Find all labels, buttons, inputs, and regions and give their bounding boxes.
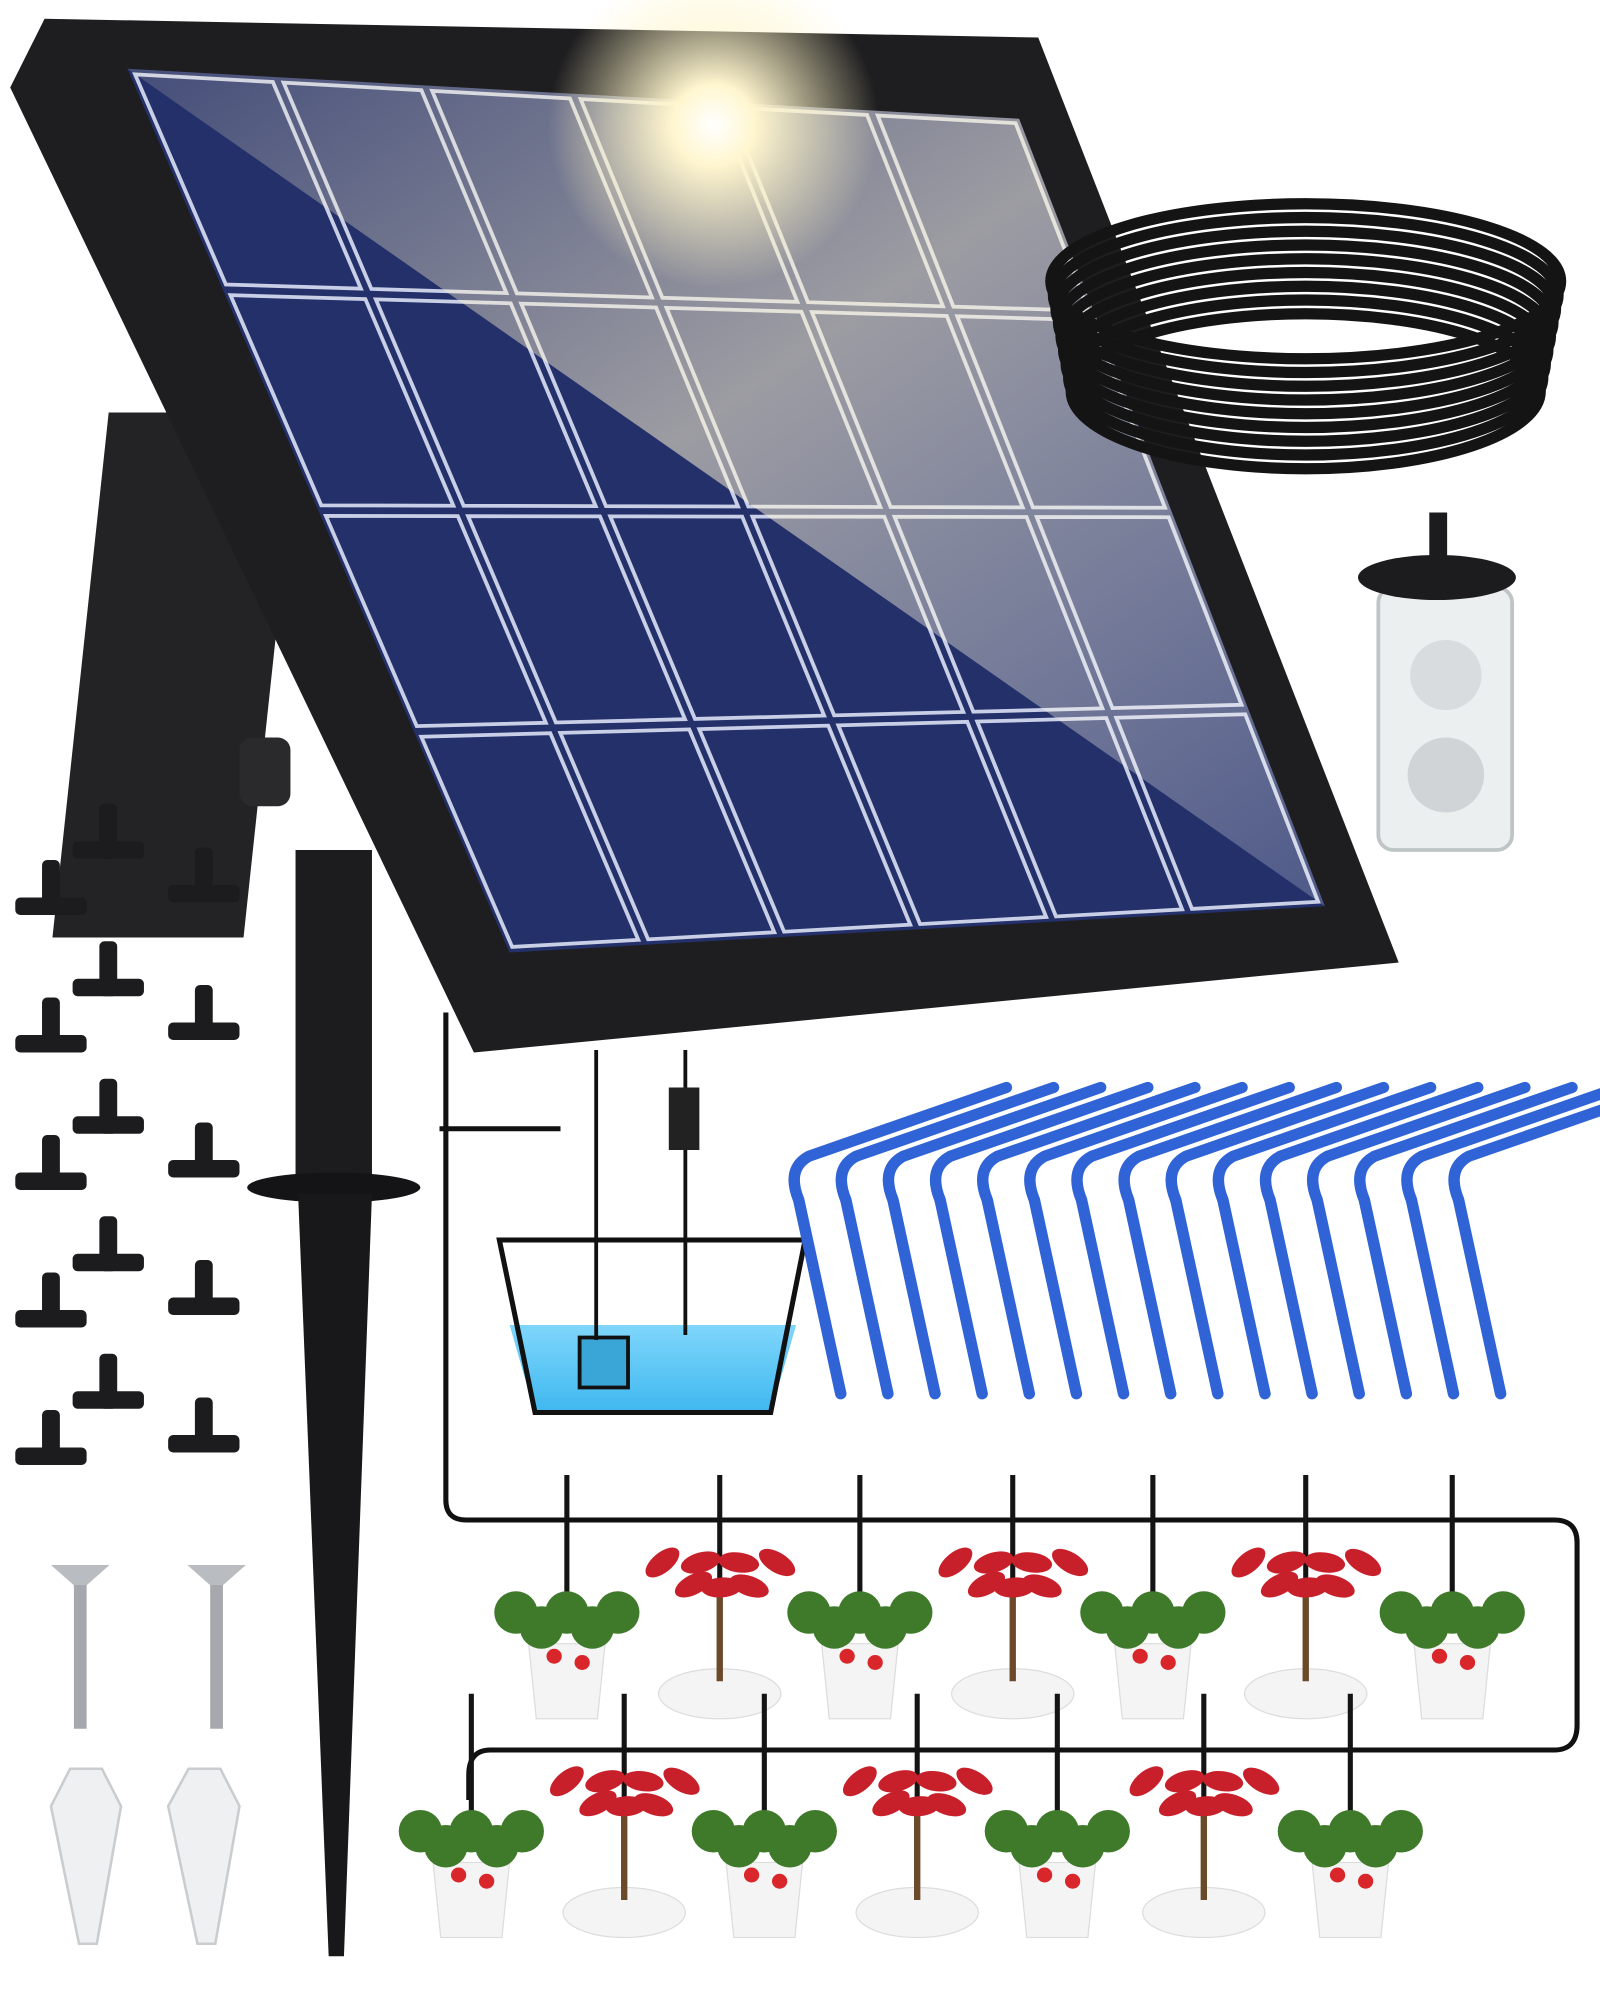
solar-cell xyxy=(322,514,549,729)
wall-anchor xyxy=(166,1767,241,1945)
strawberry-plant-pot xyxy=(1080,1475,1226,1720)
solar-cell xyxy=(607,514,827,721)
solar-cell xyxy=(465,514,688,725)
tee-connector xyxy=(15,1135,87,1190)
tubing-loop xyxy=(1065,308,1546,475)
tee-connector xyxy=(168,1397,240,1453)
pump xyxy=(577,1335,630,1390)
solar-cell xyxy=(418,731,642,949)
solar-cell xyxy=(696,723,914,934)
red-plant-pot xyxy=(549,1693,700,1939)
inline-connector xyxy=(668,1087,700,1150)
drip-emitters xyxy=(788,1081,1600,1400)
drip-emitter xyxy=(1071,1081,1295,1400)
water-bucket-diagram xyxy=(496,1050,809,1415)
drip-emitter xyxy=(1448,1104,1600,1400)
strawberry-plant-pot xyxy=(787,1475,933,1720)
glare xyxy=(127,68,1325,907)
drip-emitter xyxy=(1118,1081,1343,1400)
tee-connector xyxy=(72,941,144,997)
tee-connector xyxy=(168,1122,240,1178)
solar-cell xyxy=(557,727,778,942)
red-plant-pot xyxy=(842,1693,993,1939)
drip-emitter xyxy=(977,1081,1201,1400)
tee-connector xyxy=(15,1410,87,1465)
drip-emitter xyxy=(1024,1081,1248,1400)
strawberry-plant-pot xyxy=(1379,1475,1525,1720)
tee-connector xyxy=(72,803,144,859)
wall-anchor xyxy=(49,1767,123,1945)
tee-connector xyxy=(168,985,240,1040)
drip-emitter xyxy=(1165,1081,1390,1400)
screw xyxy=(50,1565,110,1729)
drip-tubing xyxy=(439,1012,1580,1800)
drip-emitter xyxy=(1212,1081,1437,1400)
tee-connector xyxy=(15,997,87,1053)
tee-connector xyxy=(15,1272,87,1328)
tee-connector xyxy=(72,1078,144,1134)
screw xyxy=(187,1565,246,1729)
potted-plants xyxy=(398,1475,1525,1939)
drip-emitter xyxy=(788,1081,1013,1400)
tee-connector xyxy=(15,860,87,915)
drip-emitter xyxy=(835,1081,1060,1400)
tubing-coil xyxy=(1045,198,1567,475)
red-plant-pot xyxy=(1231,1475,1382,1720)
tee-connector xyxy=(72,1353,144,1409)
pump-filter xyxy=(1357,512,1516,852)
sun-glow xyxy=(547,0,879,288)
red-plant-pot xyxy=(645,1475,796,1720)
tubing-loop xyxy=(1047,211,1564,379)
strawberry-plant-pot xyxy=(1277,1693,1423,1939)
drip-emitter xyxy=(929,1081,1154,1400)
drip-emitter xyxy=(1259,1081,1484,1400)
screws xyxy=(50,1565,246,1729)
wall-anchors xyxy=(49,1767,241,1945)
strawberry-plant-pot xyxy=(398,1693,544,1939)
drip-emitter xyxy=(1354,1081,1578,1400)
red-plant-pot xyxy=(1129,1693,1280,1939)
drip-emitter xyxy=(1401,1088,1600,1400)
tee-connector xyxy=(72,1216,144,1272)
strawberry-plant-pot xyxy=(494,1475,640,1720)
tee-connectors xyxy=(15,803,240,1465)
red-plant-pot xyxy=(938,1475,1089,1720)
tubing-loop xyxy=(1045,198,1567,365)
solar-cell xyxy=(227,293,457,508)
strawberry-plant-pot xyxy=(691,1693,837,1939)
solar-cell xyxy=(835,719,1049,927)
drip-emitter xyxy=(882,1081,1107,1400)
strawberry-plant-pot xyxy=(984,1693,1130,1939)
drip-emitter xyxy=(1306,1081,1531,1400)
tee-connector xyxy=(168,847,240,903)
tee-connector xyxy=(168,1260,240,1315)
